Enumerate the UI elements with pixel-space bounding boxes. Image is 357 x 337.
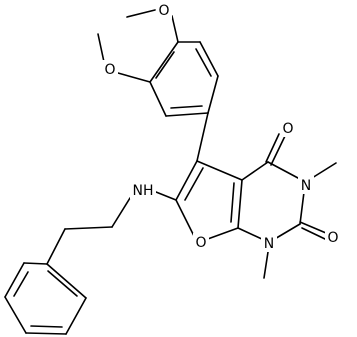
bond-c6-o7 — [175, 199, 197, 241]
bond-n1-c7a — [237, 227, 265, 241]
bond-n-amine-ch2 — [111, 197, 131, 228]
bond-ph-2-inner — [13, 271, 29, 297]
bond-ph-3 — [4, 296, 27, 334]
bond-ph-2 — [4, 262, 25, 298]
bond-aryl-c5 — [196, 112, 209, 162]
bond-c2-o-right-double — [301, 227, 326, 240]
bond-ph-1 — [23, 262, 48, 265]
bond-methyl-o-left — [97, 33, 105, 63]
bond-ph-6 — [46, 263, 87, 299]
atom-label-o-carbonyl-top: O — [282, 121, 293, 137]
bond-ph-4-inner — [30, 325, 63, 328]
bond-aryl-3-inner — [170, 105, 203, 109]
bond-c6-n-amine — [155, 191, 177, 201]
atom-label-o-methoxy-top: O — [158, 3, 169, 19]
bond-c4-o-top — [265, 133, 280, 163]
bond-aryl-5-inner — [195, 48, 212, 77]
bond-c2-n1 — [272, 223, 301, 241]
bond-aryl-1-inner — [155, 51, 175, 79]
bond-c5-c6-inner — [184, 167, 204, 201]
bond-aryl-1 — [149, 41, 179, 83]
bond-c5-c6 — [175, 160, 198, 201]
atom-label-o-carbonyl-right: O — [327, 230, 338, 246]
bond-n3-methyl — [311, 162, 337, 179]
bond-c7a-c4a — [237, 179, 243, 229]
atom-label-o-methoxy-left: O — [104, 62, 115, 78]
atom-label-nh-amine: NH — [133, 183, 154, 199]
bond-c4-o-top-double — [270, 135, 286, 166]
bond-methyl-o-top — [126, 9, 156, 18]
atom-label-n3: N — [301, 178, 311, 194]
bond-o-top-ring — [171, 15, 179, 43]
bond-aryl-3 — [165, 112, 209, 117]
bond-c4a-c4 — [241, 161, 269, 181]
bond-o7-c7a — [204, 227, 239, 241]
bond-c7a-c4a-inner — [230, 182, 235, 223]
bond-n1-methyl — [263, 251, 269, 279]
bond-c4-n3 — [267, 161, 299, 179]
bond-ch2-ch2 — [64, 226, 113, 230]
atom-labels: O O O O O NH N N — [102, 1, 341, 252]
bond-ch2-phenyl — [46, 228, 66, 265]
bond-n3-c2 — [299, 191, 305, 225]
atom-label-n1: N — [264, 236, 274, 252]
bond-ph-6-inner — [47, 270, 78, 297]
atom-label-o-furan: O — [195, 235, 206, 251]
bond-o-left-ring — [117, 72, 151, 83]
bond-aryl-5 — [199, 41, 219, 77]
bond-ph-4 — [25, 332, 67, 335]
bonds — [4, 9, 337, 335]
bond-aryl-2 — [149, 81, 167, 117]
bond-c2-o-right — [299, 221, 327, 234]
bond-ph-5 — [65, 297, 87, 335]
bond-c4a-c5 — [196, 160, 243, 181]
bond-aryl-4 — [207, 75, 219, 114]
